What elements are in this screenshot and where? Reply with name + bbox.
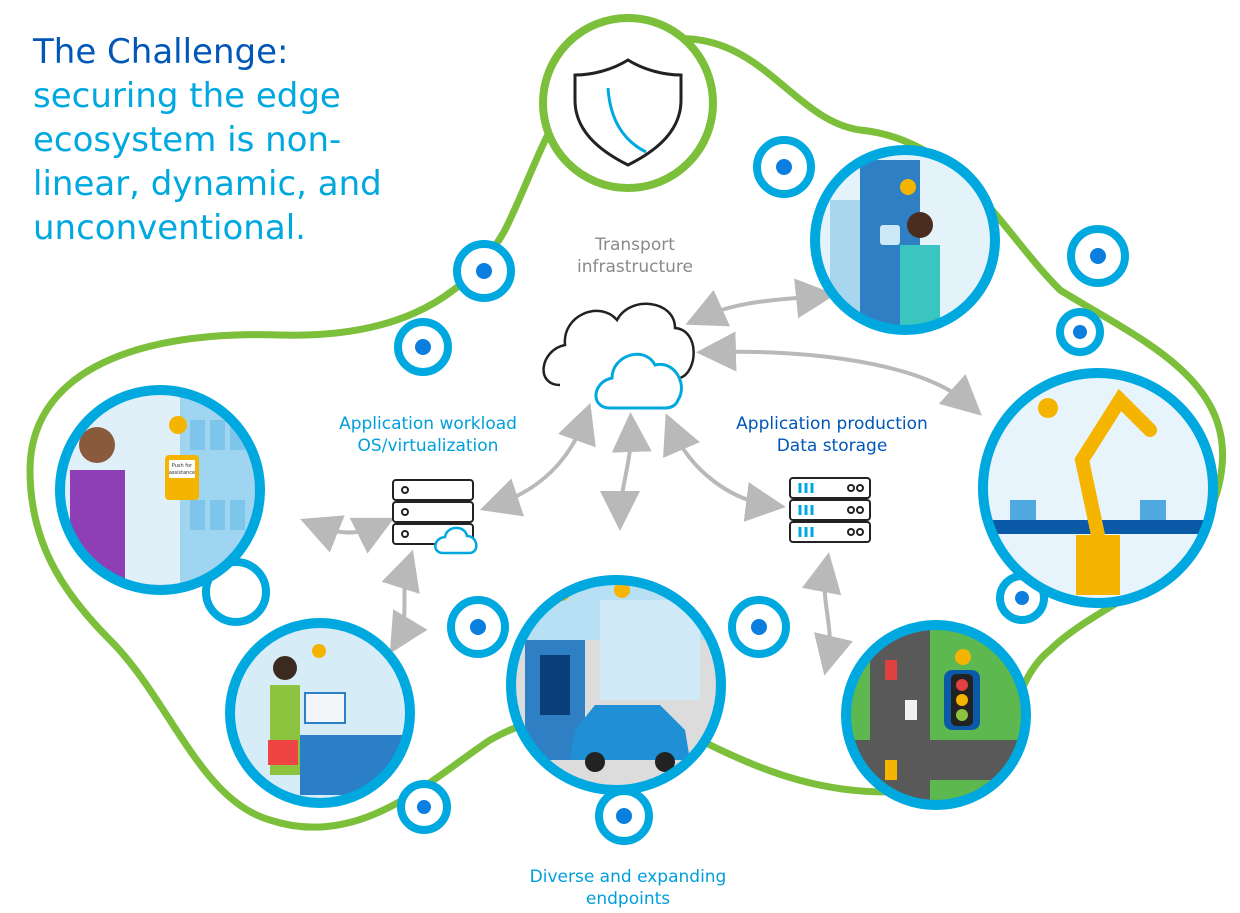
traffic-light-icon (944, 670, 980, 730)
hospital-nurse-scene (810, 145, 1000, 335)
label-transport-infrastructure: Transport infrastructure (555, 234, 715, 278)
label-line: Diverse and expanding (529, 867, 727, 887)
label-application-production: Application production Data storage (712, 413, 952, 457)
wifi-sensor-icon (1038, 398, 1058, 418)
retail-sign-line2: assistance (169, 470, 195, 476)
title-line-2: securing the edge ecosystem is non-linea… (33, 76, 382, 248)
retail-assistance-scene: Push for assistance (55, 385, 265, 595)
label-line: Data storage (776, 436, 888, 456)
wifi-sensor-icon (614, 582, 630, 598)
loop-node-dot (595, 787, 653, 845)
retail-sign-line1: Push for (172, 463, 193, 469)
server-cloud-icon (392, 479, 478, 555)
wifi-sensor-icon (312, 644, 326, 658)
title-line-1: The Challenge: (33, 32, 289, 72)
security-shield-node (539, 14, 717, 192)
label-diverse-endpoints: Diverse and expanding endpoints (503, 866, 753, 910)
label-line: endpoints (585, 889, 671, 909)
label-line: infrastructure (576, 257, 694, 277)
wifi-sensor-icon (955, 649, 971, 665)
shield-icon (573, 58, 683, 167)
label-line: Application production (736, 414, 928, 434)
label-line: OS/virtualization (357, 436, 499, 456)
wifi-sensor-icon (900, 179, 916, 195)
loop-node-dot (397, 780, 451, 834)
self-checkout-scene (225, 618, 415, 808)
page-title: The Challenge: securing the edge ecosyst… (33, 30, 393, 250)
factory-robot-scene (978, 368, 1218, 608)
connection-arrows (300, 278, 982, 676)
loop-node-dot (453, 240, 515, 302)
cloud-icon (542, 302, 695, 410)
loop-node-dot (728, 596, 790, 658)
loop-node-dot (447, 596, 509, 658)
storage-server-icon (789, 477, 871, 543)
wifi-sensor-icon (169, 416, 187, 434)
loop-node-dot (1056, 308, 1104, 356)
label-line: Transport (595, 235, 675, 255)
label-application-workload: Application workload OS/virtualization (318, 413, 538, 457)
loop-node-dot (1067, 225, 1129, 287)
loop-node-dot (394, 318, 452, 376)
gas-station-scene (506, 575, 726, 795)
traffic-intersection-scene (841, 620, 1031, 810)
loop-node-dot (753, 136, 815, 198)
label-line: Application workload (339, 414, 517, 434)
